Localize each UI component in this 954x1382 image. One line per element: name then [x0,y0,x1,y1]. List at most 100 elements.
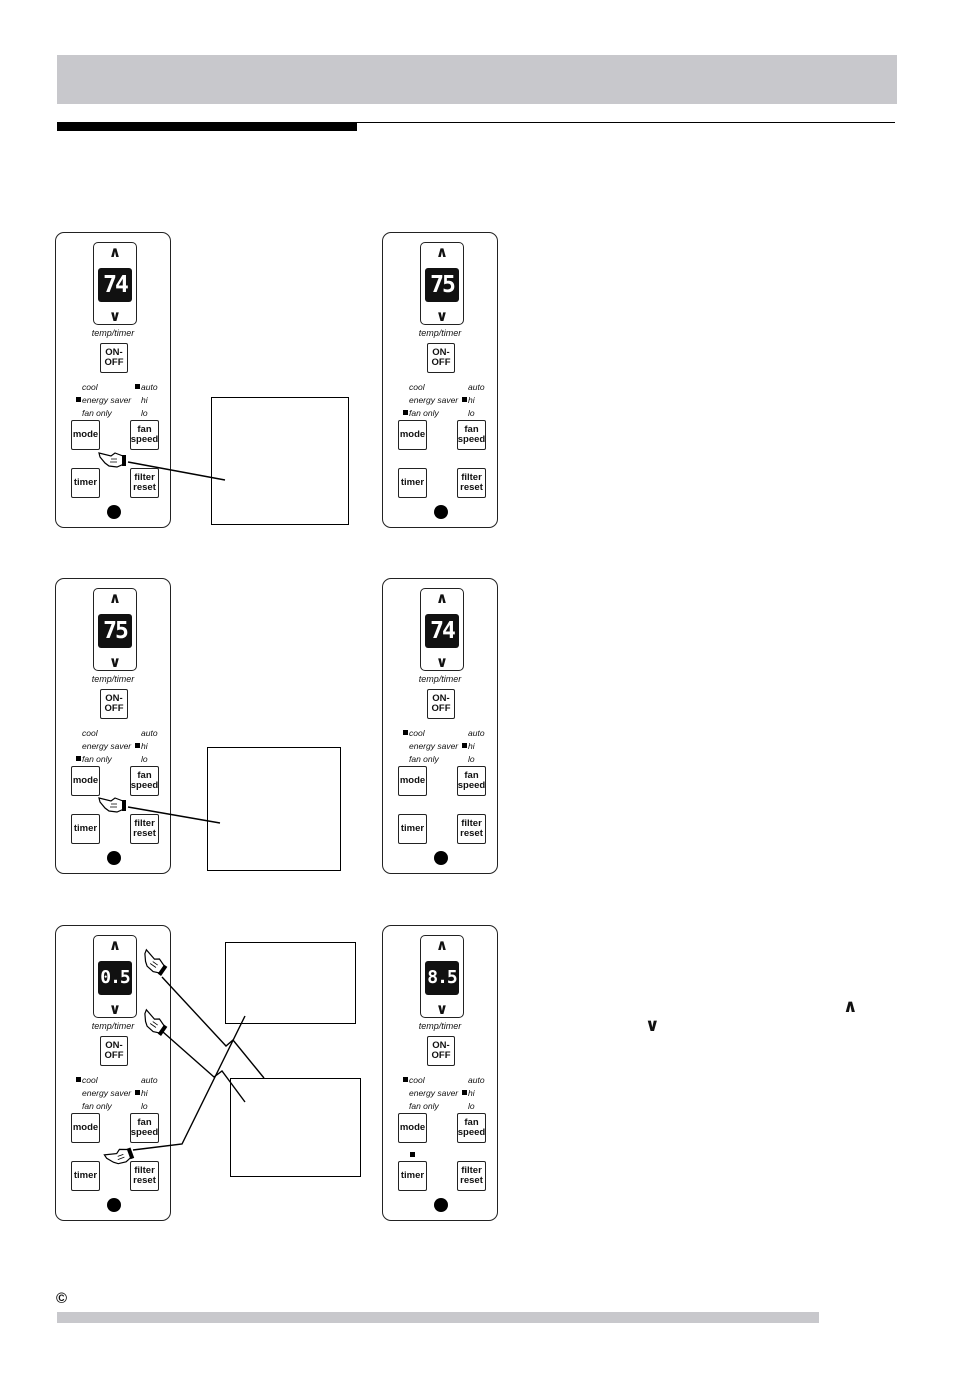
timer-button[interactable]: timer [71,1161,100,1191]
temp-down-button[interactable]: ∨ [108,653,122,671]
pointing-hand-icon [103,1147,135,1165]
callout-box-2 [207,747,341,871]
fan-only-label: fan only [403,408,439,418]
temp-up-button[interactable]: ∧ [108,936,122,954]
filter-reset-button[interactable]: filter reset [457,1161,486,1191]
indicator-led [434,1198,448,1212]
display-frame: ∧ 74 ∨ [93,242,137,325]
fan-only-label: fan only [76,754,112,764]
callout-box-1 [211,397,349,525]
temp-up-button[interactable]: ∧ [435,936,449,954]
fan-only-label: fan only [409,754,439,764]
temp-timer-caption: temp/timer [91,328,135,338]
temp-timer-caption: temp/timer [418,1021,462,1031]
lo-label: lo [141,408,148,418]
auto-label: auto [468,1075,485,1085]
timer-button[interactable]: timer [398,468,427,498]
cool-label: cool [82,728,98,738]
mode-button[interactable]: mode [398,1113,427,1143]
indicator-led [107,505,121,519]
digital-display: 75 [98,614,132,648]
filter-reset-button[interactable]: filter reset [130,468,159,498]
indicator-dot [135,743,140,748]
header-bar [57,55,897,104]
temp-down-button[interactable]: ∨ [108,307,122,325]
footer-bar [57,1312,819,1323]
indicator-dot [462,397,467,402]
mode-button[interactable]: mode [71,766,100,796]
hi-label: hi [462,395,475,405]
energy-saver-label: energy saver [82,1088,132,1098]
indicator-dot [462,1090,467,1095]
hi-label: hi [462,1088,475,1098]
display-frame: ∧ 8.5 ∨ [420,935,464,1018]
digital-display: 74 [98,268,132,302]
on-off-button[interactable]: ON- OFF [427,343,455,373]
temp-timer-caption: temp/timer [91,674,135,684]
cool-label: cool [82,382,98,392]
filter-reset-button[interactable]: filter reset [130,814,159,844]
display-frame: ∧ 74 ∨ [420,588,464,671]
fan-speed-button[interactable]: fan speed [457,420,486,450]
fan-speed-button[interactable]: fan speed [130,1113,159,1143]
lo-label: lo [468,754,475,764]
on-off-button[interactable]: ON- OFF [100,343,128,373]
timer-button[interactable]: timer [398,814,427,844]
on-off-button[interactable]: ON- OFF [427,1036,455,1066]
timer-button[interactable]: timer [398,1161,427,1191]
temp-down-button[interactable]: ∨ [108,1000,122,1018]
temp-up-button[interactable]: ∧ [108,589,122,607]
mode-button[interactable]: mode [71,1113,100,1143]
copyright-symbol: © [56,1290,68,1307]
auto-label: auto [468,382,485,392]
fan-only-label: fan only [82,408,112,418]
temp-down-button[interactable]: ∨ [435,1000,449,1018]
temp-up-button[interactable]: ∧ [435,243,449,261]
mode-button[interactable]: mode [398,420,427,450]
indicator-led [434,851,448,865]
fan-speed-button[interactable]: fan speed [130,420,159,450]
timer-button[interactable]: timer [71,814,100,844]
indicator-dot [462,743,467,748]
cool-label: cool [409,382,425,392]
temp-timer-caption: temp/timer [91,1021,135,1031]
temp-up-button[interactable]: ∧ [108,243,122,261]
fan-speed-button[interactable]: fan speed [457,766,486,796]
filter-reset-button[interactable]: filter reset [457,468,486,498]
control-panel: ∧ 75 ∨ temp/timer ON- OFF cool energy sa… [55,578,171,874]
mode-button[interactable]: mode [71,420,100,450]
indicator-dot [135,1090,140,1095]
header-rule-thick [57,122,357,131]
temp-down-button[interactable]: ∨ [435,653,449,671]
digital-display: 74 [425,614,459,648]
auto-label: auto [468,728,485,738]
display-frame: ∧ 0.5 ∨ [93,935,137,1018]
fan-speed-button[interactable]: fan speed [130,766,159,796]
on-off-button[interactable]: ON- OFF [100,689,128,719]
indicator-dot [403,730,408,735]
indicator-dot [76,756,81,761]
lo-label: lo [468,408,475,418]
fan-speed-button[interactable]: fan speed [457,1113,486,1143]
temp-down-button[interactable]: ∨ [435,307,449,325]
filter-reset-button[interactable]: filter reset [130,1161,159,1191]
down-arrow-glyph: ∨ [645,1015,660,1036]
control-panel: ∧ 0.5 ∨ temp/timer ON- OFF cool energy s… [55,925,171,1221]
energy-saver-label: energy saver [82,741,132,751]
auto-label: auto [141,1075,158,1085]
temp-up-button[interactable]: ∧ [435,589,449,607]
control-panel: ∧ 75 ∨ temp/timer ON- OFF cool energy sa… [382,232,498,528]
on-off-button[interactable]: ON- OFF [427,689,455,719]
energy-saver-label: energy saver [409,395,459,405]
cool-label: cool [76,1075,98,1085]
temp-timer-caption: temp/timer [418,328,462,338]
auto-label: auto [135,382,158,392]
filter-reset-button[interactable]: filter reset [457,814,486,844]
mode-button[interactable]: mode [398,766,427,796]
control-panel: ∧ 74 ∨ temp/timer ON- OFF cool energy sa… [382,578,498,874]
digital-display: 0.5 [98,961,132,995]
timer-button[interactable]: timer [71,468,100,498]
hi-label: hi [462,741,475,751]
on-off-button[interactable]: ON- OFF [100,1036,128,1066]
